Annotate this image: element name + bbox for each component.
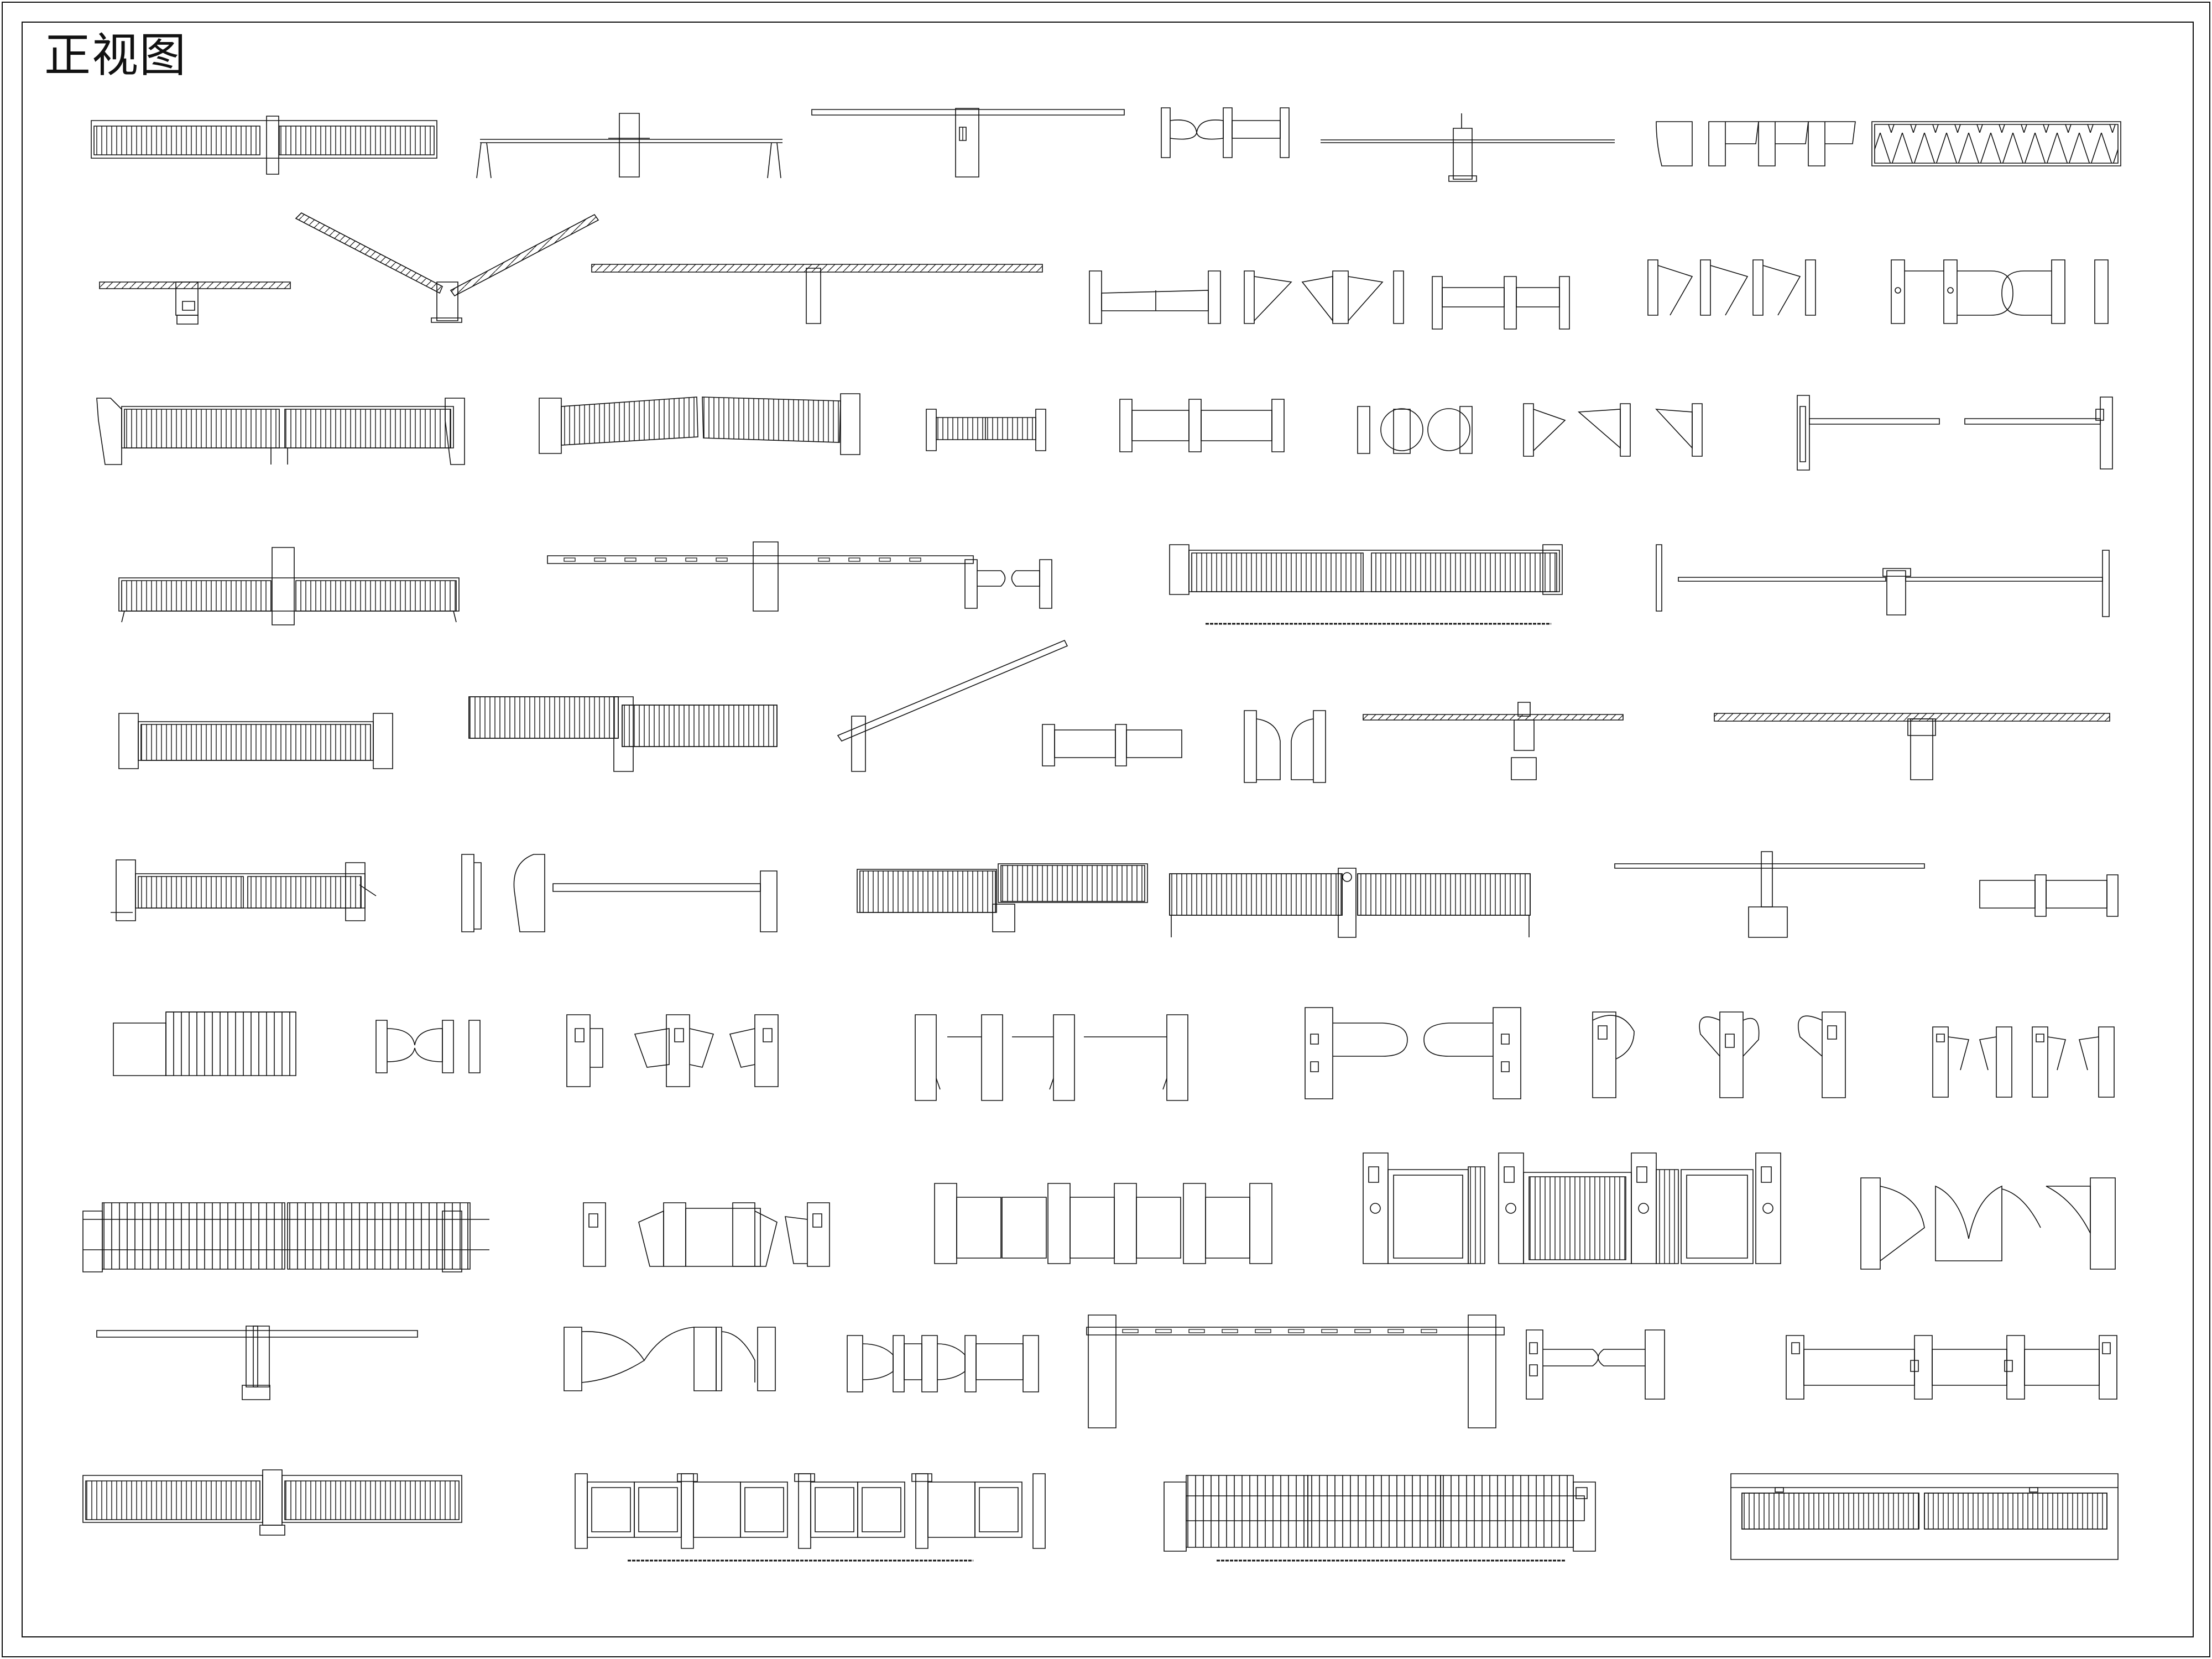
swing-turnstile-1 xyxy=(1161,108,1289,158)
swing-gate-curved-3 xyxy=(1526,1330,1665,1399)
flap-barrier-set-2 xyxy=(1648,260,1815,315)
straight-boom-barrier-2 xyxy=(812,108,1124,177)
small-sliding-gate-1 xyxy=(926,409,1046,451)
swing-gate-series-2 xyxy=(847,1335,1039,1392)
boom-barrier-tall-2 xyxy=(97,1326,418,1400)
flap-wing-pair-2 xyxy=(564,1327,775,1391)
glass-swing-gate-set-2 xyxy=(575,1474,1045,1561)
glass-swing-gate-set-1 xyxy=(1363,1153,1781,1264)
swing-gate-pair-3 xyxy=(1120,399,1284,452)
boom-barrier-with-posts-1 xyxy=(1656,545,2109,617)
flap-barrier-set-4 xyxy=(1933,1027,2114,1097)
sliding-gate-elevation-6 xyxy=(119,713,393,769)
tripod-turnstile-set-1 xyxy=(1358,406,1472,453)
hatched-boom-barrier-1 xyxy=(100,282,290,324)
swing-gate-series-3 xyxy=(1786,1335,2117,1399)
sliding-gate-elevation-11 xyxy=(83,1470,462,1535)
picket-gate-elevation-1 xyxy=(83,1203,489,1272)
swing-gate-pair-2 xyxy=(1432,276,1569,329)
flap-wing-set-3 xyxy=(583,1203,830,1266)
swing-gate-pair-1 xyxy=(1089,271,1220,324)
long-hatched-boom-1 xyxy=(592,264,1042,324)
flap-wing-set-1 xyxy=(567,1015,778,1087)
swing-gate-curved-2 xyxy=(1305,1008,1521,1099)
swing-gate-series-1 xyxy=(935,1183,1272,1264)
swing-gate-small-2 xyxy=(1980,875,2118,916)
sliding-gate-elevation-9 xyxy=(857,864,1147,932)
flap-wing-pair-1 xyxy=(1244,711,1326,782)
dotted-boom-barrier-2 xyxy=(1087,1315,1504,1428)
straight-boom-barrier-1 xyxy=(477,113,782,178)
sheet-inner-border xyxy=(22,22,2193,1637)
bar-grille-gate-1 xyxy=(113,1012,296,1076)
sliding-gate-elevation-2 xyxy=(97,398,465,465)
flap-barrier-set-1 xyxy=(1244,271,1404,324)
flap-and-zigzag-gate-1 xyxy=(1656,122,2121,166)
dotted-boom-barrier-1 xyxy=(547,542,973,611)
folding-arm-barrier-1 xyxy=(296,213,598,322)
page-title: 正视图 xyxy=(44,28,187,82)
sliding-gate-elevation-3 xyxy=(539,394,860,455)
swing-gate-small-3 xyxy=(376,1020,480,1073)
flap-and-boom-barrier-1 xyxy=(462,854,777,932)
boom-barrier-tall-1 xyxy=(1615,852,1924,937)
flap-wing-set-4 xyxy=(1861,1178,2115,1269)
sliding-gate-elevation-7 xyxy=(469,697,777,771)
sliding-gate-elevation-4 xyxy=(119,547,459,625)
flap-wing-set-2 xyxy=(1593,1012,1845,1098)
boom-barrier-low-1 xyxy=(1321,113,1615,181)
raised-boom-barrier-1 xyxy=(838,640,1067,771)
swing-gate-pair-4 xyxy=(1042,724,1182,766)
picket-gate-elevation-2 xyxy=(1164,1475,1595,1561)
swing-gate-curved-1 xyxy=(1891,260,2108,324)
boom-barrier-pair-1 xyxy=(1797,395,2112,470)
sliding-gate-elevation-5 xyxy=(1170,545,1562,624)
sliding-gate-elevation-8 xyxy=(111,860,376,921)
swing-gate-small-1 xyxy=(965,560,1052,608)
sliding-gate-elevation-12 xyxy=(1731,1474,2118,1559)
hatched-boom-barrier-3 xyxy=(1714,713,2110,780)
flap-barrier-set-3 xyxy=(1524,404,1702,456)
hatched-boom-barrier-2 xyxy=(1363,702,1623,780)
sliding-gate-elevation-10 xyxy=(1170,868,1530,937)
tripod-turnstile-set-2 xyxy=(915,1015,1188,1100)
sliding-gate-elevation-1 xyxy=(91,116,437,174)
